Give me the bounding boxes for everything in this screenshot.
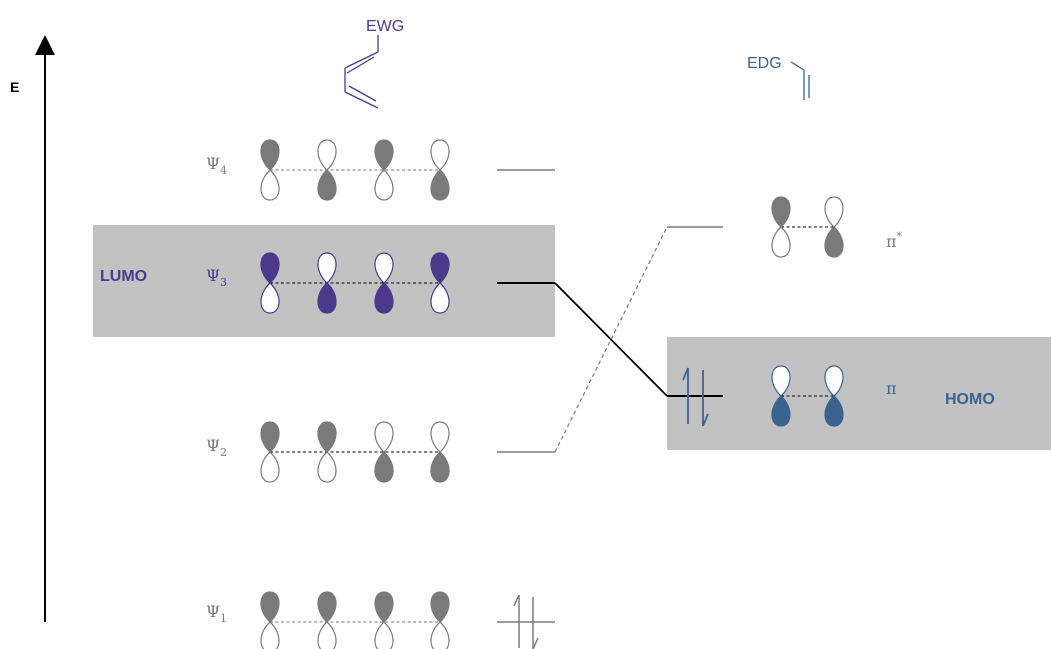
orbital-lobe-top [317,591,337,623]
orbital-lobe-bottom [260,169,280,201]
orbital-lobe-top [824,365,844,397]
diene-p-orbital [317,591,337,649]
diene-p-orbital [430,252,450,314]
psi4-label: Ψ4 [206,154,227,177]
orbital-lobe-top [260,421,280,453]
psi3-label: Ψ3 [206,266,227,289]
homo-label: HOMO [945,391,995,408]
dienophile-p-orbital [824,365,844,427]
diene-structure [344,35,379,109]
diene-p-orbital [260,421,280,483]
ewg-label: EWG [366,18,404,35]
orbital-lobe-top [430,591,450,623]
edg-label: EDG [747,55,782,72]
diene-p-orbital [317,252,337,314]
pi-electron-pair [682,367,709,427]
energy-axis-label: E [10,79,19,95]
orbital-lobe-bottom [260,621,280,649]
orbital-lobe-bottom [374,169,394,201]
psi1-label: Ψ1 [206,602,227,625]
diene-p-orbital [374,139,394,201]
diene-p-orbital [374,252,394,314]
orbital-lobe-top [374,252,394,284]
diene-p-orbital [317,421,337,483]
orbital-lobe-bottom [824,395,844,427]
dienophile-p-orbital [771,196,791,258]
diene-p-orbital [430,591,450,649]
diene-p-orbital [260,139,280,201]
dienophile-structure [790,61,810,100]
diene-p-orbital [260,591,280,649]
orbital-lobes [260,139,844,649]
orbital-lobe-top [317,421,337,453]
orbital-lobe-bottom [430,282,450,314]
psi2-label: Ψ2 [206,436,227,459]
orbital-lobe-bottom [260,451,280,483]
orbital-lobe-top [430,421,450,453]
psi1-electron-pair [513,594,539,649]
diene-p-orbital [374,421,394,483]
orbital-lobe-bottom [771,226,791,258]
orbital-lobe-bottom [317,451,337,483]
pi-label: π [886,379,897,398]
orbital-lobe-bottom [317,169,337,201]
orbital-lobe-bottom [317,621,337,649]
orbital-lobe-top [260,591,280,623]
homo-highlight-box [667,337,1051,450]
orbital-lobe-bottom [374,282,394,314]
orbital-lobe-bottom [824,226,844,258]
lumo-label: LUMO [100,268,147,285]
orbital-lobe-top [771,365,791,397]
diene-p-orbital [260,252,280,314]
lumo-homo-interaction-line [554,282,668,397]
orbital-lobe-top [430,139,450,171]
orbital-lobe-top [260,139,280,171]
orbital-lobe-bottom [430,169,450,201]
diene-p-orbital [430,421,450,483]
orbital-lobe-top [317,139,337,171]
dienophile-p-orbital [771,365,791,427]
orbital-lobe-top [824,196,844,228]
orbital-lobe-top [771,196,791,228]
orbital-lobe-top [374,591,394,623]
dienophile-p-orbital [824,196,844,258]
orbital-lobe-top [374,421,394,453]
orbital-lobe-bottom [374,451,394,483]
orbital-lobe-bottom [430,621,450,649]
orbital-lobe-top [317,252,337,284]
orbital-lobe-top [374,139,394,171]
lumo-highlight-box [93,225,555,337]
diene-p-orbital [317,139,337,201]
diene-p-orbital [430,139,450,201]
orbital-lobe-bottom [771,395,791,427]
orbital-lobe-top [260,252,280,284]
orbital-lobe-bottom [260,282,280,314]
orbital-lobe-bottom [430,451,450,483]
diene-p-orbital [374,591,394,649]
orbital-lobe-top [430,252,450,284]
pi-star-label: π* [886,230,903,251]
orbital-lobe-bottom [374,621,394,649]
orbital-lobe-bottom [317,282,337,314]
